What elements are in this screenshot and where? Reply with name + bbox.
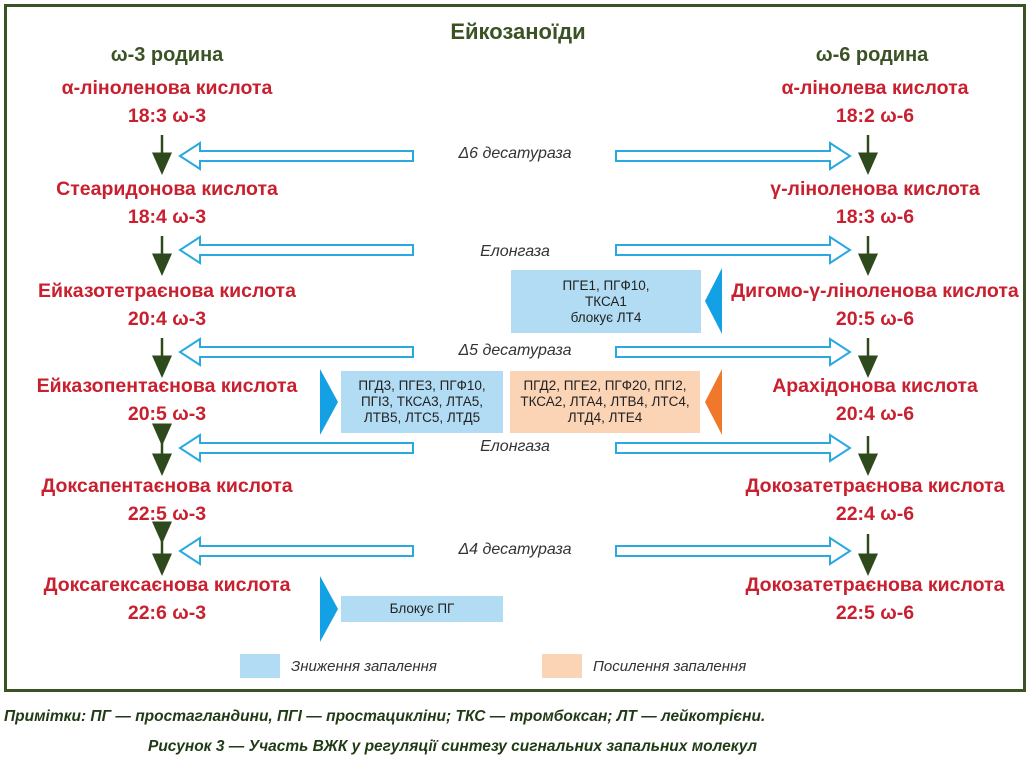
omega3-acid-5: Доксапентаєнова кислота 22:5 ω-3 [17, 472, 317, 528]
epa-eicosanoids-box: ПГД3, ПГЕ3, ПГФ10, ПГІ3, ТКСА3, ЛТА5, ЛТ… [341, 371, 503, 433]
acid-formula: 18:4 ω-3 [127, 206, 207, 228]
omega6-acid-1: α-лінолева кислота 18:2 ω-6 [715, 74, 1035, 130]
acid-formula: 22:5 ω-3 [127, 503, 207, 525]
aa-eicosanoids-box: ПГД2, ПГЕ2, ПГФ20, ПГІ2, ТКСА2, ЛТА4, ЛТ… [510, 371, 700, 433]
hollow-arrow-left-1 [178, 141, 414, 171]
legend-label-decrease: Зниження запалення [291, 658, 437, 675]
acid-name: Дигомо-γ-ліноленова кислота [731, 280, 1019, 302]
box-line: ПГЕ1, ПГФ10, [562, 277, 650, 293]
acid-name: Доксапентаєнова кислота [41, 475, 293, 497]
omega3-acid-1: α-ліноленова кислота 18:3 ω-3 [17, 74, 317, 130]
dgla-eicosanoids-box: ПГЕ1, ПГФ10, ТКСА1 блокує ЛТ4 [511, 270, 701, 333]
acid-name: γ-ліноленова кислота [770, 178, 980, 200]
acid-formula: 18:2 ω-6 [835, 105, 915, 127]
diagram-title: Ейкозаноїди [450, 19, 586, 44]
acid-formula: 20:5 ω-3 [127, 403, 207, 425]
omega3-acid-6: Доксагексаєнова кислота 22:6 ω-3 [17, 571, 317, 627]
acid-formula: 22:5 ω-6 [835, 602, 915, 624]
enzyme-label-elongase-1: Елонгаза [480, 243, 550, 260]
enzyme-label-d6-desaturase: Δ6 десатураза [458, 145, 572, 162]
acid-formula: 18:3 ω-3 [127, 105, 207, 127]
hollow-arrow-right-3 [615, 337, 852, 367]
triangle-dha-to-box [320, 576, 338, 642]
hollow-arrow-right-1 [615, 141, 852, 171]
legend-swatch-decrease [240, 654, 280, 678]
acid-name: Стеаридонова кислота [56, 178, 278, 200]
omega6-acid-3: Дигомо-γ-ліноленова кислота 20:5 ω-6 [715, 277, 1035, 333]
enzyme-label-elongase-2: Елонгаза [480, 438, 550, 455]
acid-name: Ейказотетраєнова кислота [38, 280, 296, 302]
acid-formula: 20:5 ω-6 [835, 308, 915, 330]
box-line: ЛТД4, ЛТЕ4 [567, 410, 643, 425]
hollow-arrow-right-4 [615, 433, 852, 463]
triangle-dgla-to-box [705, 268, 722, 334]
omega3-acid-2: Стеаридонова кислота 18:4 ω-3 [17, 175, 317, 231]
box-line: Блокує ПГ [389, 601, 455, 616]
triangle-epa-to-box [320, 369, 338, 435]
hollow-arrow-right-2 [615, 235, 852, 265]
hollow-arrow-left-5 [178, 536, 414, 566]
abbreviations-note: Примітки: ПГ — простагландини, ПГІ — про… [4, 708, 766, 725]
box-line: ТКСА2, ЛТА4, ЛТВ4, ЛТС4, [520, 394, 690, 409]
acid-formula: 22:4 ω-6 [835, 503, 915, 525]
legend-label-increase: Посилення запалення [593, 658, 747, 675]
box-line: блокує ЛТ4 [570, 309, 642, 325]
box-line: ТКСА1 [585, 293, 627, 309]
acid-formula: 20:4 ω-6 [835, 403, 915, 425]
enzyme-label-d5-desaturase: Δ5 десатураза [458, 342, 572, 359]
box-line: ЛТВ5, ЛТС5, ЛТД5 [363, 410, 481, 425]
acid-name: Докозатетраєнова кислота [745, 574, 1005, 596]
diagram-frame [4, 4, 1026, 692]
box-line: ПГД3, ПГЕ3, ПГФ10, [358, 378, 486, 393]
acid-name: Арахідонова кислота [772, 375, 978, 397]
acid-name: Ейказопентаєнова кислота [36, 375, 298, 397]
hollow-arrow-left-4 [178, 433, 414, 463]
hollow-arrow-left-2 [178, 235, 414, 265]
hollow-arrows [178, 141, 852, 566]
enzyme-label-d4-desaturase: Δ4 десатураза [458, 541, 572, 558]
box-line: ПГД2, ПГЕ2, ПГФ20, ПГІ2, [523, 378, 687, 393]
omega6-acid-5: Докозатетраєнова кислота 22:4 ω-6 [715, 472, 1035, 528]
acid-name: α-лінолева кислота [781, 77, 969, 99]
omega6-family-heading: ω-6 родина [815, 44, 929, 66]
acid-name: Докозатетраєнова кислота [745, 475, 1005, 497]
omega6-acid-4: Арахідонова кислота 20:4 ω-6 [715, 372, 1035, 428]
figure-caption: Рисунок 3 — Участь ВЖК у регуляції синте… [148, 738, 757, 755]
omega3-acid-4: Ейказопентаєнова кислота 20:5 ω-3 [17, 372, 317, 428]
omega6-acid-2: γ-ліноленова кислота 18:3 ω-6 [715, 175, 1035, 231]
hollow-arrow-right-5 [615, 536, 852, 566]
legend-swatch-increase [542, 654, 582, 678]
triangle-aa-to-box [705, 369, 722, 435]
acid-name: α-ліноленова кислота [61, 77, 273, 99]
acid-formula: 22:6 ω-3 [127, 602, 207, 624]
omega6-acid-6: Докозатетраєнова кислота 22:5 ω-6 [715, 571, 1035, 627]
omega3-acid-3: Ейказотетраєнова кислота 20:4 ω-3 [17, 277, 317, 333]
acid-formula: 18:3 ω-6 [835, 206, 915, 228]
acid-formula: 20:4 ω-3 [127, 308, 207, 330]
dha-effect-box: Блокує ПГ [341, 596, 503, 622]
hollow-arrow-left-3 [178, 337, 414, 367]
box-line: ПГІ3, ТКСА3, ЛТА5, [360, 394, 484, 409]
omega3-family-heading: ω-3 родина [110, 44, 224, 66]
acid-name: Доксагексаєнова кислота [43, 574, 291, 596]
